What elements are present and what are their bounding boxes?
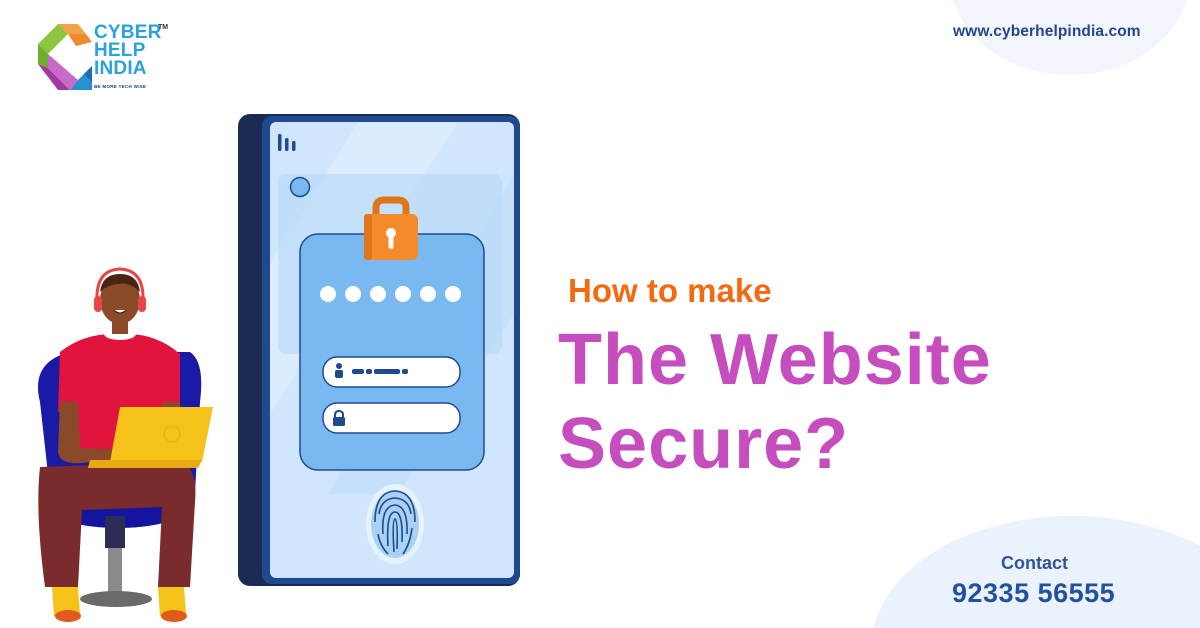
logo-wordmark: CYBER HELP INDIA [94,22,162,79]
headline-title-line2: Secure? [558,404,850,484]
website-link[interactable]: www.cyberhelpindia.com [953,23,1141,40]
contact-phone-number[interactable]: 92335 56555 [952,578,1116,608]
cyber-help-india-logo[interactable]: CYBER HELP INDIA TM BE MORE TECH WISE [38,22,178,94]
user-avatar-icon [289,176,311,198]
padlock-icon [364,196,418,260]
headline-title-line1: The Website [558,320,992,400]
trademark-symbol: TM [158,24,169,31]
pin-dots [320,286,461,302]
logo-mark-icon [38,24,92,90]
headline-title: The Website Secure? [558,318,992,486]
logo-line-help: HELP [94,40,146,61]
signal-bars-icon [278,134,296,151]
contact-label: Contact [1001,553,1068,573]
headline-intro: How to make [568,272,772,309]
logo-line-india: INDIA [94,58,147,79]
person-with-laptop-illustration [38,267,213,622]
phone-login-illustration [238,114,520,586]
logo-line-cyber: CYBER [94,22,162,43]
logo-tagline: BE MORE TECH WISE [94,84,147,89]
fingerprint-icon [374,490,416,555]
